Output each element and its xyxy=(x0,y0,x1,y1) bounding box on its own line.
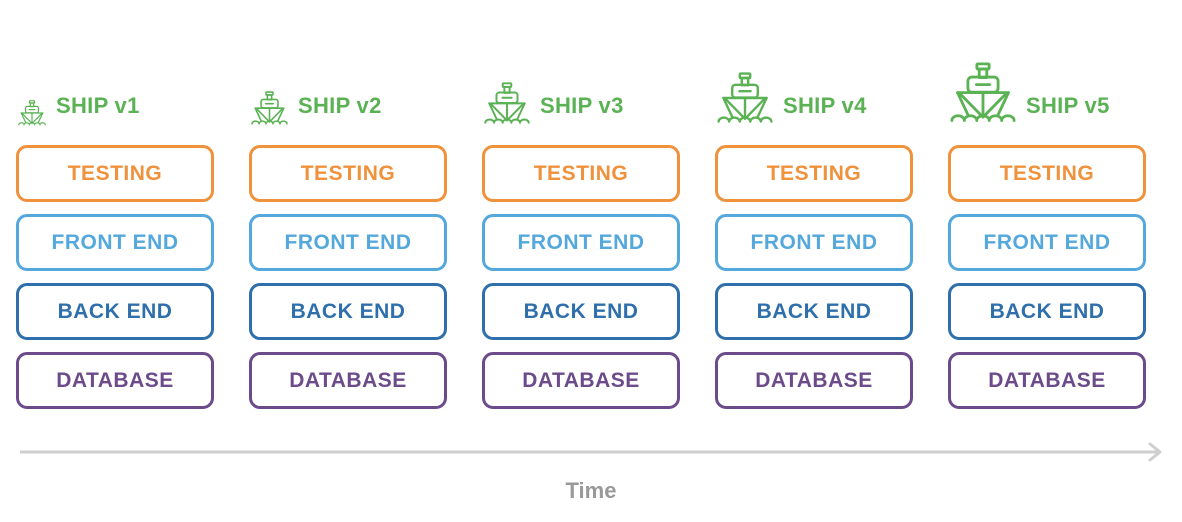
stage-box-database: DATABASE xyxy=(249,352,447,409)
ship-column-v3: SHIP v3 TESTING FRONT END BACK END DATAB… xyxy=(482,30,680,409)
time-arrow-icon xyxy=(20,442,1162,462)
stage-box-backend: BACK END xyxy=(948,283,1146,340)
ship-column-v1: SHIP v1 TESTING FRONT END BACK END DATAB… xyxy=(16,30,214,409)
stage-box-backend: BACK END xyxy=(715,283,913,340)
ship-version-label: SHIP v2 xyxy=(298,93,382,118)
ship-version-label: SHIP v5 xyxy=(1026,93,1110,118)
stage-box-backend: BACK END xyxy=(249,283,447,340)
stage-box-testing: TESTING xyxy=(16,145,214,202)
ship-icon xyxy=(950,62,1016,128)
ship-version-label: SHIP v1 xyxy=(56,93,140,118)
stage-box-frontend: FRONT END xyxy=(948,214,1146,271)
ship-header: SHIP v5 xyxy=(948,30,1146,128)
timeline: Time xyxy=(0,442,1182,504)
stage-box-database: DATABASE xyxy=(16,352,214,409)
ship-version-label: SHIP v3 xyxy=(540,93,624,118)
stage-box-testing: TESTING xyxy=(482,145,680,202)
release-columns: SHIP v1 TESTING FRONT END BACK END DATAB… xyxy=(16,0,1146,409)
stage-box-database: DATABASE xyxy=(482,352,680,409)
ship-header: SHIP v4 xyxy=(715,30,913,128)
ship-header: SHIP v1 xyxy=(16,30,214,128)
ship-header: SHIP v2 xyxy=(249,30,447,128)
time-axis-label: Time xyxy=(565,478,617,503)
ship-header: SHIP v3 xyxy=(482,30,680,128)
ship-icon xyxy=(484,82,530,128)
stage-box-database: DATABASE xyxy=(715,352,913,409)
ship-version-label: SHIP v4 xyxy=(783,93,867,118)
stage-box-backend: BACK END xyxy=(482,283,680,340)
ship-icon xyxy=(717,72,773,128)
stage-box-testing: TESTING xyxy=(948,145,1146,202)
ship-column-v4: SHIP v4 TESTING FRONT END BACK END DATAB… xyxy=(715,30,913,409)
ship-column-v5: SHIP v5 TESTING FRONT END BACK END DATAB… xyxy=(948,30,1146,409)
stage-box-testing: TESTING xyxy=(715,145,913,202)
stage-box-frontend: FRONT END xyxy=(715,214,913,271)
stage-box-backend: BACK END xyxy=(16,283,214,340)
ship-icon xyxy=(251,91,288,128)
stage-box-frontend: FRONT END xyxy=(249,214,447,271)
ship-icon xyxy=(18,100,46,128)
stage-box-testing: TESTING xyxy=(249,145,447,202)
stage-box-frontend: FRONT END xyxy=(482,214,680,271)
stage-box-frontend: FRONT END xyxy=(16,214,214,271)
ship-column-v2: SHIP v2 TESTING FRONT END BACK END DATAB… xyxy=(249,30,447,409)
stage-box-database: DATABASE xyxy=(948,352,1146,409)
